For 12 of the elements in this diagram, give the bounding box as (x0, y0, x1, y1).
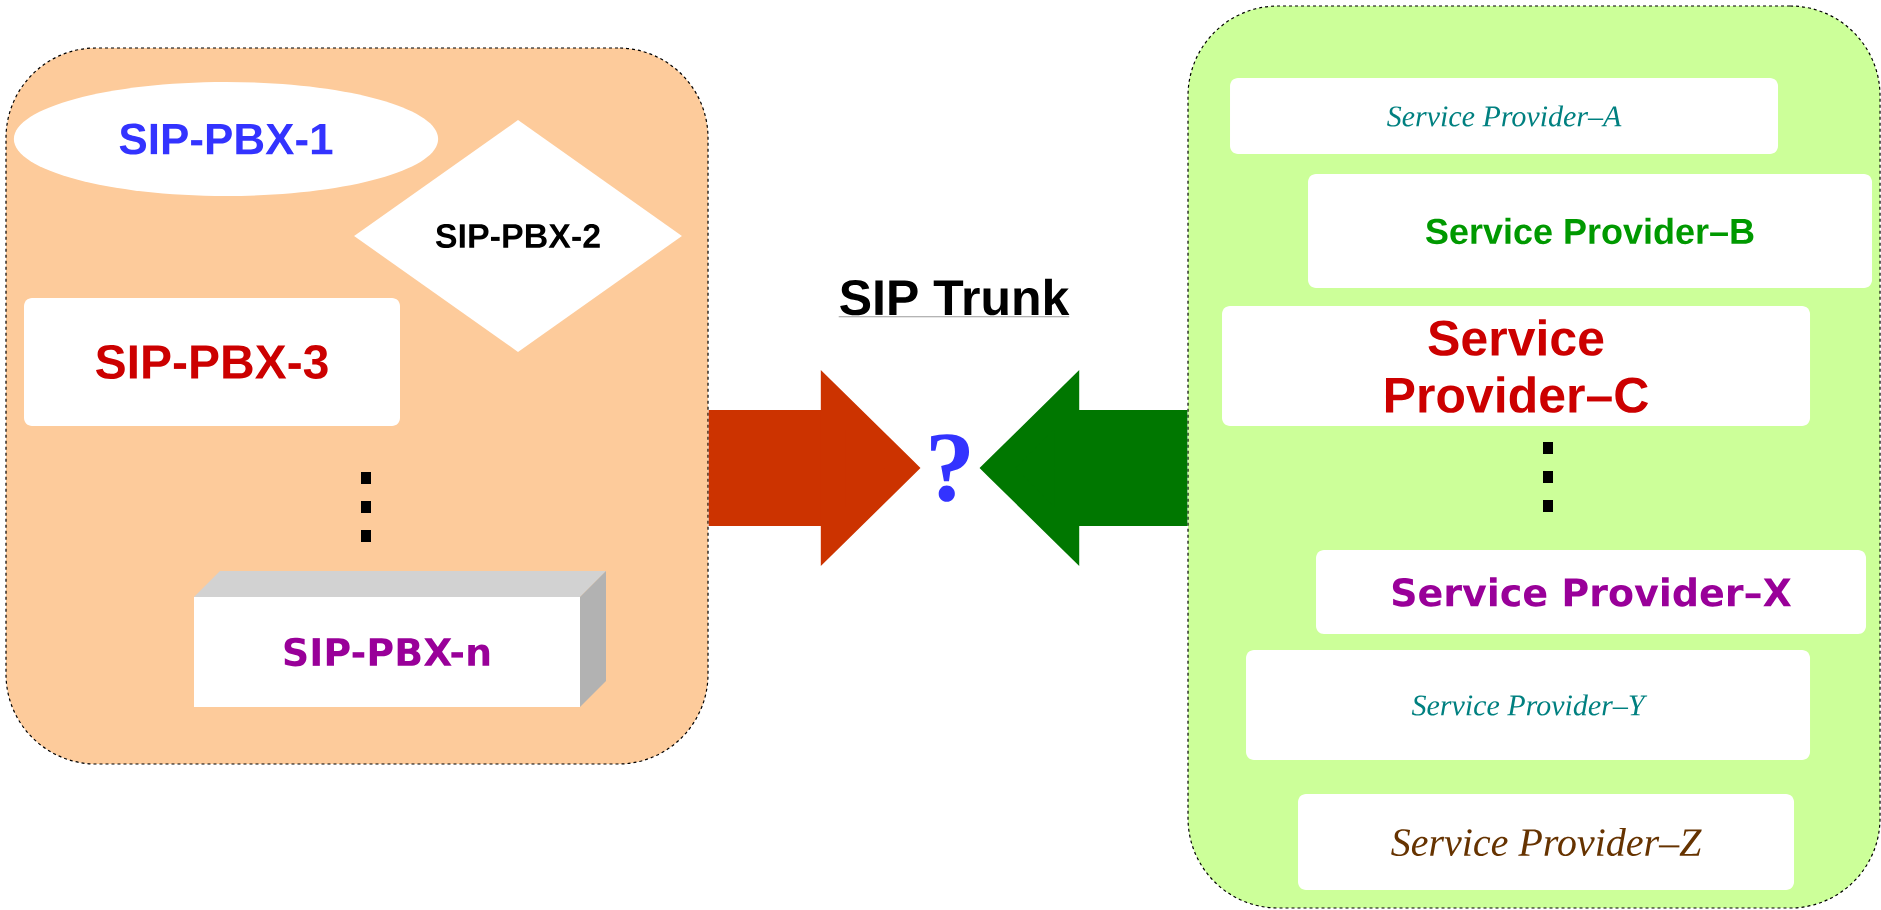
rounded-box: SIP-PBX-3 (24, 298, 400, 426)
rounded-box: Service Provider–B (1308, 174, 1873, 288)
rounded-box: Service Provider–Y (1246, 650, 1811, 760)
rounded-box: Service Provider–C (1222, 306, 1811, 426)
rounded-box: Service Provider–A (1230, 78, 1778, 154)
rounded-box: Service Provider–Z (1298, 794, 1794, 890)
node-label: SIP-PBX-2 (435, 223, 600, 249)
ellipse-node: SIP-PBX-1 (13, 82, 439, 196)
title-label: SIP Trunk (838, 278, 1070, 317)
rounded-box: Service Provider–X (1316, 550, 1866, 634)
question-mark: ? (931, 434, 970, 502)
cube-box: SIP-PBX-n (194, 571, 606, 707)
